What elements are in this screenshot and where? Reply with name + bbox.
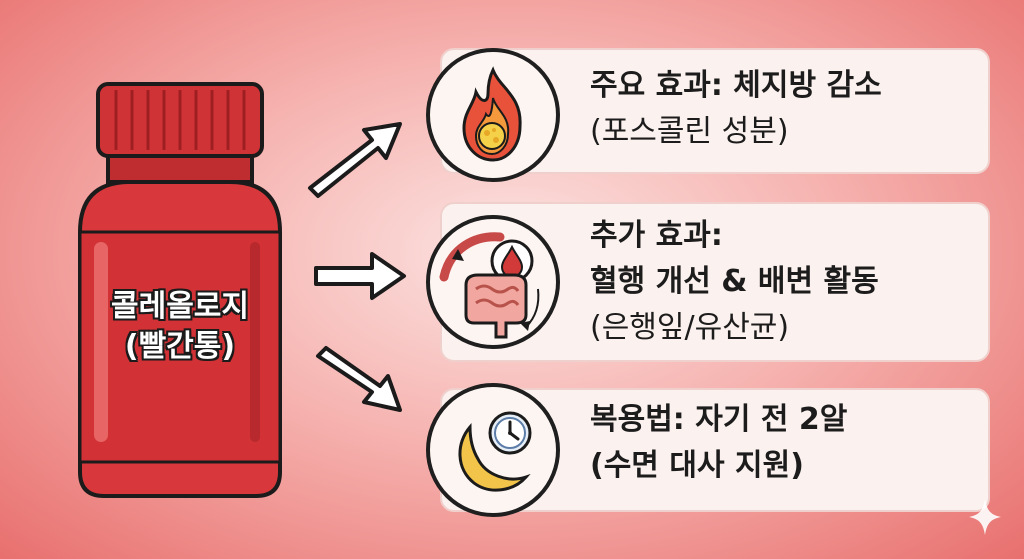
dosage-title: 복용법: 자기 전 2알 <box>590 402 848 437</box>
main-effect-ingredient: (포스콜린 성분) <box>590 114 789 149</box>
bottle-label: 콜레올로지 (빨간통) <box>60 287 300 367</box>
extra-effect-ingredient: (은행잎/유산균) <box>590 310 790 345</box>
flame-fat-icon <box>426 48 560 182</box>
bottle-illustration <box>78 82 282 498</box>
blood-intestine-icon <box>426 215 560 349</box>
sparkle-icon <box>969 499 1001 535</box>
moon-clock-icon <box>426 383 560 517</box>
bottle-label-sub: (빨간통) <box>124 329 236 364</box>
arrow-down-icon <box>316 346 402 412</box>
extra-effect-title: 추가 효과: <box>590 218 723 253</box>
arrow-right-icon <box>314 252 406 300</box>
bottle-label-name: 콜레올로지 <box>111 289 249 324</box>
supplement-bottle: 콜레올로지 (빨간통) <box>60 82 300 502</box>
arrow-up-icon <box>308 122 402 198</box>
main-effect-title: 주요 효과: 체지방 감소 <box>590 68 882 103</box>
dosage-note: (수면 대사 지원) <box>590 448 804 483</box>
extra-effect-detail: 혈행 개선 & 배변 활동 <box>590 264 879 299</box>
